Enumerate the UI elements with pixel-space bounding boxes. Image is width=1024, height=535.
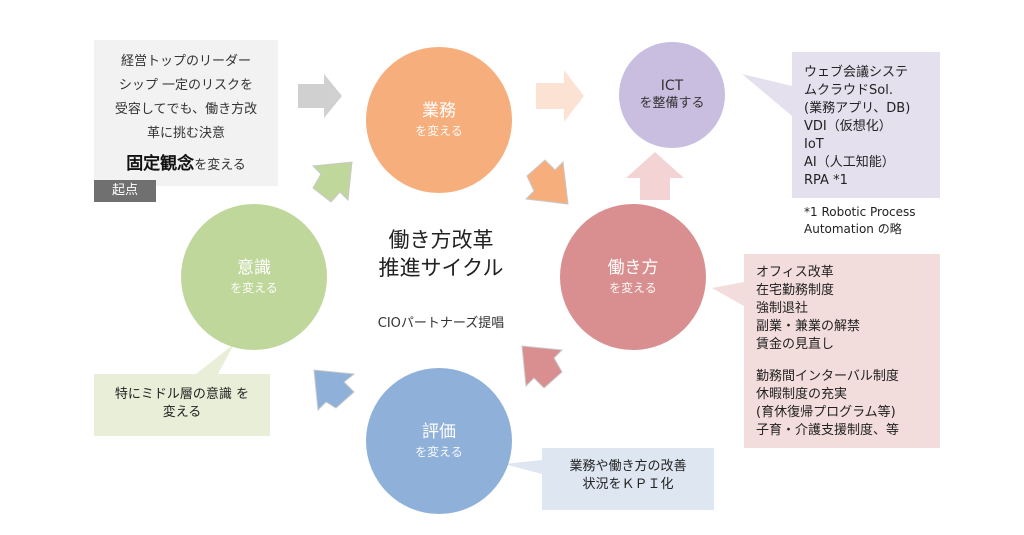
node-gyomu-title: 業務: [422, 101, 456, 121]
arrow-hatarakikata-to-hyoka: [521, 345, 564, 389]
ishiki-callout-line-1: 特にミドル層の意識 を: [114, 387, 250, 402]
node-ict-title: ICT: [660, 78, 684, 94]
center-title-line-2: 推進サイクル: [378, 256, 504, 280]
start-note-line-1: 経営トップのリーダー: [120, 54, 251, 69]
work-item-5: 賃金の見直し: [756, 337, 835, 352]
arrow-hyoka-to-ishiki: [313, 369, 356, 412]
start-note: 経営トップのリーダー シップ 一定のリスクを 受容してでも、働き方改 革に挑む決…: [94, 40, 278, 186]
kpi-line-2: 状況をＫＰＩ化: [582, 477, 674, 492]
node-ict-sub: を整備する: [639, 96, 705, 111]
center-title: 働き方改革 推進サイクル: [356, 226, 526, 282]
ict-callout-text: ウェブ会議システ ムクラウドSol. (業務アプリ、DB) VDI（仮想化） I…: [804, 64, 938, 190]
ishiki-callout-shape: [94, 344, 270, 436]
start-note-line-3: 受容してでも、働き方改: [114, 102, 258, 117]
work-item-1: オフィス改革: [756, 265, 834, 280]
work-item-8: (育休復帰プログラム等): [756, 405, 896, 420]
node-hyoka-sub: を変える: [415, 445, 463, 459]
arrow-start-to-gyomu: [298, 74, 342, 118]
ict-item-3: (業務アプリ、DB): [804, 101, 911, 116]
center-subtitle: CIOパートナーズ提唱: [377, 316, 505, 331]
center-title-line-1: 働き方改革: [388, 228, 494, 252]
kpi-callout-shape: [504, 448, 714, 510]
node-gyomu-sub: を変える: [415, 124, 463, 138]
arrow-hatarakikata-to-ict: [626, 152, 684, 200]
kpi-callout-text: 業務や働き方の改善 状況をＫＰＩ化: [542, 458, 714, 494]
node-ishiki-title: 意識: [237, 258, 271, 278]
work-callout-shape: [712, 254, 940, 448]
node-ishiki-sub: を変える: [230, 281, 278, 295]
work-item-3: 強制退社: [756, 301, 809, 316]
start-badge: [94, 180, 156, 202]
footnote-line-1: *1 Robotic Process: [804, 205, 916, 219]
work-item-7: 休暇制度の充実: [756, 387, 848, 402]
ishiki-callout-text: 特にミドル層の意識 を 変える: [94, 386, 270, 422]
ict-item-2: ムクラウドSol.: [804, 83, 893, 98]
node-hyoka-title: 評価: [422, 422, 456, 442]
node-gyomu: 業務 を変える: [366, 47, 512, 193]
start-note-line-2: シップ 一定のリスクを: [118, 78, 254, 93]
start-note-emphasis: 固定観念: [126, 154, 195, 174]
work-item-9: 子育・介護支援制度、等: [756, 423, 900, 438]
ict-item-4: VDI（仮想化）: [804, 119, 892, 134]
ict-callout-shape: [742, 52, 940, 198]
work-item-6: 勤務間インターバル制度: [756, 369, 899, 384]
ict-item-6: AI（人工知能）: [804, 155, 895, 170]
ict-item-7: RPA *1: [804, 173, 848, 188]
start-note-line-4: 革に挑む決意: [146, 126, 225, 141]
node-ict: ICT を整備する: [619, 42, 725, 148]
node-hatarakikata: 働き方 を変える: [560, 204, 706, 350]
node-hatarakikata-title: 働き方: [607, 258, 659, 278]
node-hatarakikata-sub: を変える: [609, 281, 657, 295]
ict-item-1: ウェブ会議システ: [804, 65, 909, 80]
start-badge-label: 起点: [111, 183, 138, 198]
ict-item-5: IoT: [804, 137, 824, 152]
footnote-line-2: Automation の略: [804, 222, 902, 236]
start-note-emphasis-suffix: を変える: [194, 158, 246, 173]
arrow-gyomu-to-hatarakikata: [524, 159, 569, 205]
node-ishiki: 意識 を変える: [181, 204, 327, 350]
arrow-ishiki-to-gyomu: [311, 161, 353, 203]
arrow-gyomu-to-ict: [536, 70, 584, 122]
node-hyoka: 評価 を変える: [366, 368, 512, 514]
work-item-4: 副業・兼業の解禁: [756, 319, 861, 334]
kpi-line-1: 業務や働き方の改善: [569, 459, 687, 474]
footnote: *1 Robotic Process Automation の略: [804, 204, 916, 238]
work-item-2: 在宅勤務制度: [756, 283, 835, 298]
work-callout-text: オフィス改革 在宅勤務制度 強制退社 副業・兼業の解禁 賃金の見直し 勤務間イン…: [756, 264, 938, 440]
ishiki-callout-line-2: 変える: [162, 405, 202, 420]
